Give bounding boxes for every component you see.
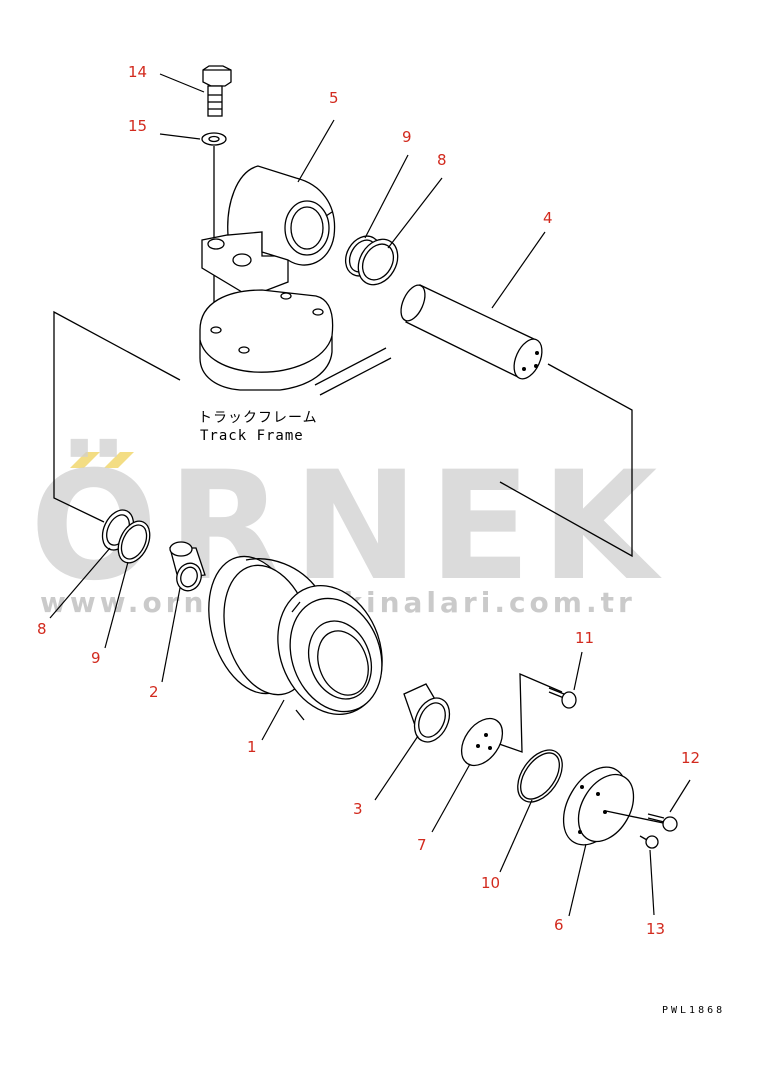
callout-4: 4 bbox=[543, 209, 553, 227]
callout-13: 13 bbox=[646, 920, 665, 938]
part-10-o-ring bbox=[517, 749, 563, 803]
watermark-accent-left bbox=[70, 452, 100, 468]
part-9-snap-ring-left bbox=[117, 520, 151, 564]
callout-12: 12 bbox=[681, 749, 700, 767]
watermark-accent-right bbox=[104, 452, 134, 468]
callout-7: 7 bbox=[417, 836, 427, 854]
drawing-code: PWL1868 bbox=[662, 1005, 725, 1016]
part-7-plate bbox=[460, 717, 504, 767]
callout-14: 14 bbox=[128, 63, 147, 81]
callout-2: 2 bbox=[149, 683, 159, 701]
part-15-washer bbox=[201, 132, 227, 146]
part-6-cover bbox=[562, 766, 669, 846]
callout-8-left: 8 bbox=[37, 620, 47, 638]
callout-9-top: 9 bbox=[402, 128, 412, 146]
callout-5: 5 bbox=[329, 89, 339, 107]
track-frame-label-en: Track Frame bbox=[200, 428, 304, 444]
track-frame-label-jp: トラックフレーム bbox=[198, 410, 318, 426]
part-5-bracket bbox=[201, 165, 336, 293]
part-4-shaft bbox=[400, 284, 543, 380]
callouts: 14 15 5 9 8 4 8 9 2 1 3 7 10 6 11 12 13 bbox=[37, 63, 700, 938]
callout-9-left: 9 bbox=[91, 649, 101, 667]
part-13-plug bbox=[639, 835, 659, 849]
part-8-seal-top bbox=[357, 238, 399, 286]
callout-1: 1 bbox=[247, 738, 257, 756]
part-2-bushing bbox=[169, 541, 206, 592]
callout-15: 15 bbox=[128, 117, 147, 135]
callout-11: 11 bbox=[575, 629, 594, 647]
part-11-screw bbox=[548, 687, 577, 709]
part-1-roller bbox=[208, 555, 383, 721]
callout-3: 3 bbox=[353, 800, 363, 818]
part-3-bushing-flange bbox=[403, 683, 451, 743]
track-frame-pad bbox=[199, 289, 392, 396]
callout-10: 10 bbox=[481, 874, 500, 892]
callout-8-top: 8 bbox=[437, 151, 447, 169]
callout-6: 6 bbox=[554, 916, 564, 934]
assembly-lines bbox=[53, 310, 633, 753]
part-14-bolt bbox=[202, 65, 232, 117]
part-12-bolt bbox=[647, 813, 678, 832]
leader-lines bbox=[49, 73, 691, 917]
